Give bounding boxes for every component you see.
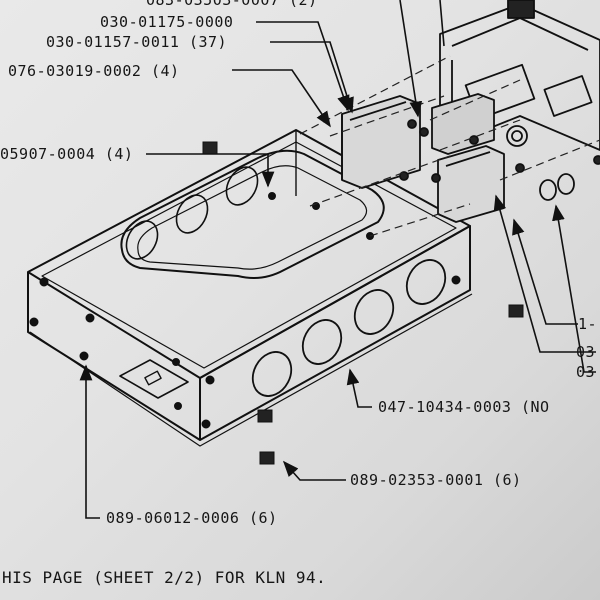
part-label-truncated-03b: 03 bbox=[576, 363, 596, 381]
tray-front-face bbox=[199, 225, 471, 441]
part-label-truncated-03a: 03 bbox=[576, 343, 596, 361]
latch-slot bbox=[144, 370, 162, 386]
hardware-items bbox=[29, 141, 524, 465]
connector-bracket-assembly bbox=[341, 0, 600, 223]
mounting-tray bbox=[27, 129, 473, 447]
leader-lines bbox=[79, 0, 596, 519]
tray-left-face bbox=[27, 272, 201, 441]
part-label-truncated-1: 1- bbox=[578, 315, 598, 333]
part-label-047-10434: 047-10434-0003 (NO bbox=[378, 398, 550, 416]
tray-opening-inner bbox=[137, 165, 368, 270]
tray-opening bbox=[120, 149, 385, 279]
tray-inner-rim bbox=[41, 141, 457, 369]
part-label-030-01175: 030-01175-0000 bbox=[100, 13, 234, 31]
part-label-076-03019: 076-03019-0002 (4) bbox=[8, 62, 180, 80]
tray-bottom-line bbox=[29, 293, 473, 447]
part-label-05907: 05907-0004 (4) bbox=[0, 145, 134, 163]
part-label-083-03503: 083-03503-0007 (2) bbox=[146, 0, 318, 9]
side-vent-holes bbox=[125, 166, 259, 260]
connector-mid bbox=[431, 93, 495, 155]
latch-tab bbox=[119, 359, 189, 399]
front-vent-holes bbox=[251, 259, 447, 397]
part-label-030-01157: 030-01157-0011 (37) bbox=[46, 33, 228, 51]
part-label-089-06012: 089-06012-0006 (6) bbox=[106, 509, 278, 527]
part-label-089-02353: 089-02353-0001 (6) bbox=[350, 471, 522, 489]
footer-note: HIS PAGE (SHEET 2/2) FOR KLN 94. bbox=[2, 568, 327, 587]
